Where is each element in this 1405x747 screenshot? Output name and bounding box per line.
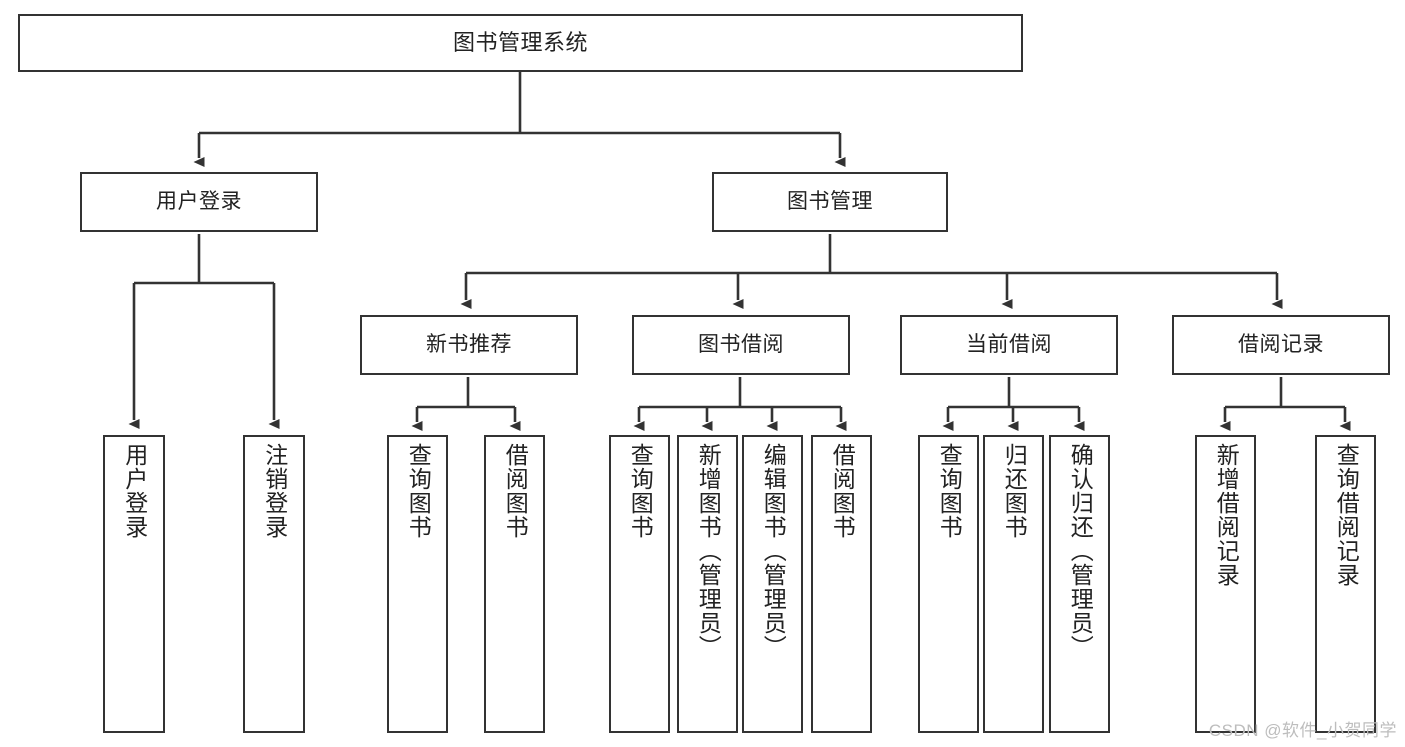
node-borrow-record-label: 借阅记录 [1238,332,1324,356]
leaf-add-borrow-record-label: 新增借阅记录 [1213,443,1240,587]
leaf-user-login-label: 用户登录 [121,443,148,539]
node-current-borrow-label: 当前借阅 [966,332,1052,356]
leaf-add-book-admin[interactable]: 新增图书（管理员） [677,435,738,733]
leaf-logout-login[interactable]: 注销登录 [243,435,305,733]
leaf-query-book-2[interactable]: 查询图书 [609,435,670,733]
leaf-return-book[interactable]: 归还图书 [983,435,1044,733]
leaf-query-book-2-label: 查询图书 [627,443,654,539]
leaf-confirm-return-admin-label: 确认归还（管理员） [1067,443,1094,659]
leaf-borrow-book-1[interactable]: 借阅图书 [484,435,545,733]
node-book-borrow-label: 图书借阅 [698,332,784,356]
leaf-user-login[interactable]: 用户登录 [103,435,165,733]
leaf-borrow-book-2[interactable]: 借阅图书 [811,435,872,733]
node-root[interactable]: 图书管理系统 [18,14,1023,72]
node-user-login[interactable]: 用户登录 [80,172,318,232]
node-book-manage-label: 图书管理 [787,189,873,213]
node-root-label: 图书管理系统 [452,30,588,56]
node-new-book-recommend[interactable]: 新书推荐 [360,315,578,375]
leaf-query-book-1[interactable]: 查询图书 [387,435,448,733]
leaf-borrow-book-1-label: 借阅图书 [502,443,529,539]
leaf-query-book-1-label: 查询图书 [405,443,432,539]
leaf-query-borrow-record-label: 查询借阅记录 [1333,443,1360,587]
node-current-borrow[interactable]: 当前借阅 [900,315,1118,375]
leaf-borrow-book-2-label: 借阅图书 [829,443,856,539]
leaf-add-book-admin-label: 新增图书（管理员） [695,443,722,659]
leaf-return-book-label: 归还图书 [1001,443,1028,539]
leaf-confirm-return-admin[interactable]: 确认归还（管理员） [1049,435,1110,733]
leaf-add-borrow-record[interactable]: 新增借阅记录 [1195,435,1256,733]
leaf-query-borrow-record[interactable]: 查询借阅记录 [1315,435,1376,733]
node-book-manage[interactable]: 图书管理 [712,172,948,232]
leaf-query-book-3-label: 查询图书 [936,443,963,539]
node-user-login-label: 用户登录 [156,189,242,213]
csdn-watermark: CSDN @软件_小贺同学 [1208,721,1397,740]
node-borrow-record[interactable]: 借阅记录 [1172,315,1390,375]
node-new-book-recommend-label: 新书推荐 [426,332,512,356]
leaf-logout-login-label: 注销登录 [261,443,288,539]
leaf-edit-book-admin-label: 编辑图书（管理员） [760,443,787,659]
node-book-borrow[interactable]: 图书借阅 [632,315,850,375]
leaf-query-book-3[interactable]: 查询图书 [918,435,979,733]
leaf-edit-book-admin[interactable]: 编辑图书（管理员） [742,435,803,733]
